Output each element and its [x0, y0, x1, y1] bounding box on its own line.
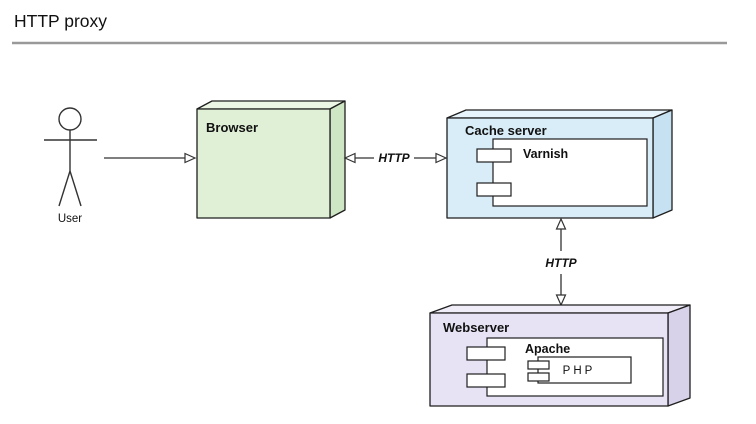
arrowhead-up-icon: [555, 217, 567, 230]
actor-head: [58, 107, 82, 131]
node-side-face: [652, 109, 673, 219]
node-top-face: [196, 100, 346, 110]
component-varnish: Varnish: [476, 138, 648, 207]
component-body: [537, 356, 632, 384]
actor-user-label: User: [58, 213, 82, 225]
component-php: PHP: [527, 356, 632, 384]
actor-right-leg: [69, 170, 82, 207]
node-cache-server: Cache server Varnish: [446, 109, 673, 219]
actor-user: User: [44, 107, 97, 225]
page-title: HTTP proxy: [14, 11, 107, 31]
node-browser-label: Browser: [206, 120, 258, 135]
component-tab-icon: [476, 182, 512, 197]
component-tab-icon: [527, 372, 550, 382]
component-body: [492, 138, 648, 207]
connection-cache-webserver: HTTP: [545, 217, 578, 307]
actor-left-leg: [58, 170, 71, 207]
connection-user-browser: [104, 152, 197, 164]
component-tab-icon: [527, 360, 550, 370]
connection-http-label: HTTP: [545, 256, 577, 270]
connection-browser-cache: HTTP: [343, 151, 448, 165]
node-front-face: [196, 108, 331, 219]
node-webserver-label: Webserver: [443, 320, 509, 335]
node-side-face: [667, 304, 691, 407]
component-tab-icon: [466, 346, 506, 361]
component-tab-icon: [466, 373, 506, 388]
node-top-face: [446, 109, 673, 119]
component-apache-label: Apache: [525, 342, 570, 356]
arrowhead-right-icon: [184, 152, 197, 164]
component-varnish-label: Varnish: [523, 147, 568, 161]
node-top-face: [429, 304, 691, 314]
arrowhead-right-icon: [435, 152, 448, 164]
node-side-face: [329, 100, 346, 219]
component-php-label: PHP: [563, 365, 596, 377]
component-tab-icon: [476, 148, 512, 163]
connection-http-label: HTTP: [378, 151, 410, 165]
arrowhead-left-icon: [343, 152, 356, 164]
node-browser: Browser: [196, 100, 346, 219]
arrowhead-down-icon: [555, 294, 567, 307]
node-cache-server-label: Cache server: [465, 123, 547, 138]
component-apache: Apache PHP: [466, 337, 664, 397]
node-webserver: Webserver Apache PHP: [429, 304, 691, 407]
